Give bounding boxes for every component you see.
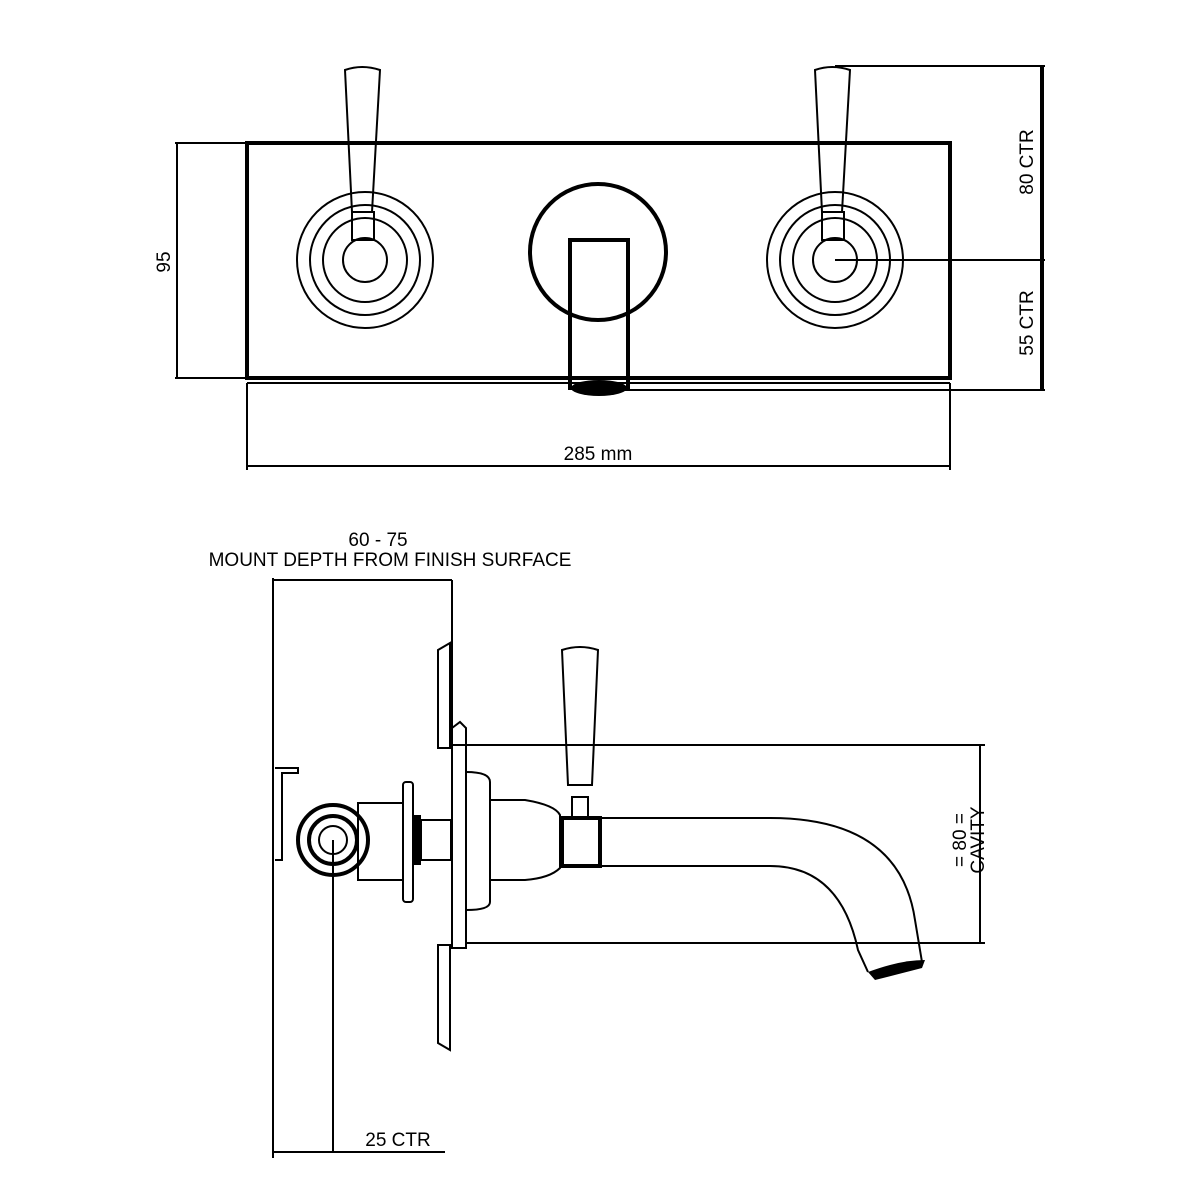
cavity-label-line1: = 80 = (950, 813, 971, 867)
upper-ctr-label: 80 CTR (1017, 129, 1038, 194)
right-handle (766, 66, 904, 329)
depth-caption: MOUNT DEPTH FROM FINISH SURFACE (209, 550, 572, 571)
height-dimension-label: 95 (154, 251, 175, 272)
valve-body (275, 767, 452, 903)
cavity-label-line2: CAVITY (968, 806, 989, 874)
side-view: 60 - 75 MOUNT DEPTH FROM FINISH SURFACE … (209, 530, 989, 1158)
ctr-25-label: 25 CTR (365, 1130, 430, 1151)
lower-ctr-label: 55 CTR (1017, 290, 1038, 355)
front-view: 95 285 mm 80 CTR 55 CTR (154, 65, 1045, 470)
spout-front (528, 182, 668, 396)
depth-range-label: 60 - 75 (348, 530, 407, 551)
spout-side (465, 646, 925, 980)
left-handle (296, 66, 434, 329)
width-dimension-label: 285 mm (564, 444, 633, 465)
